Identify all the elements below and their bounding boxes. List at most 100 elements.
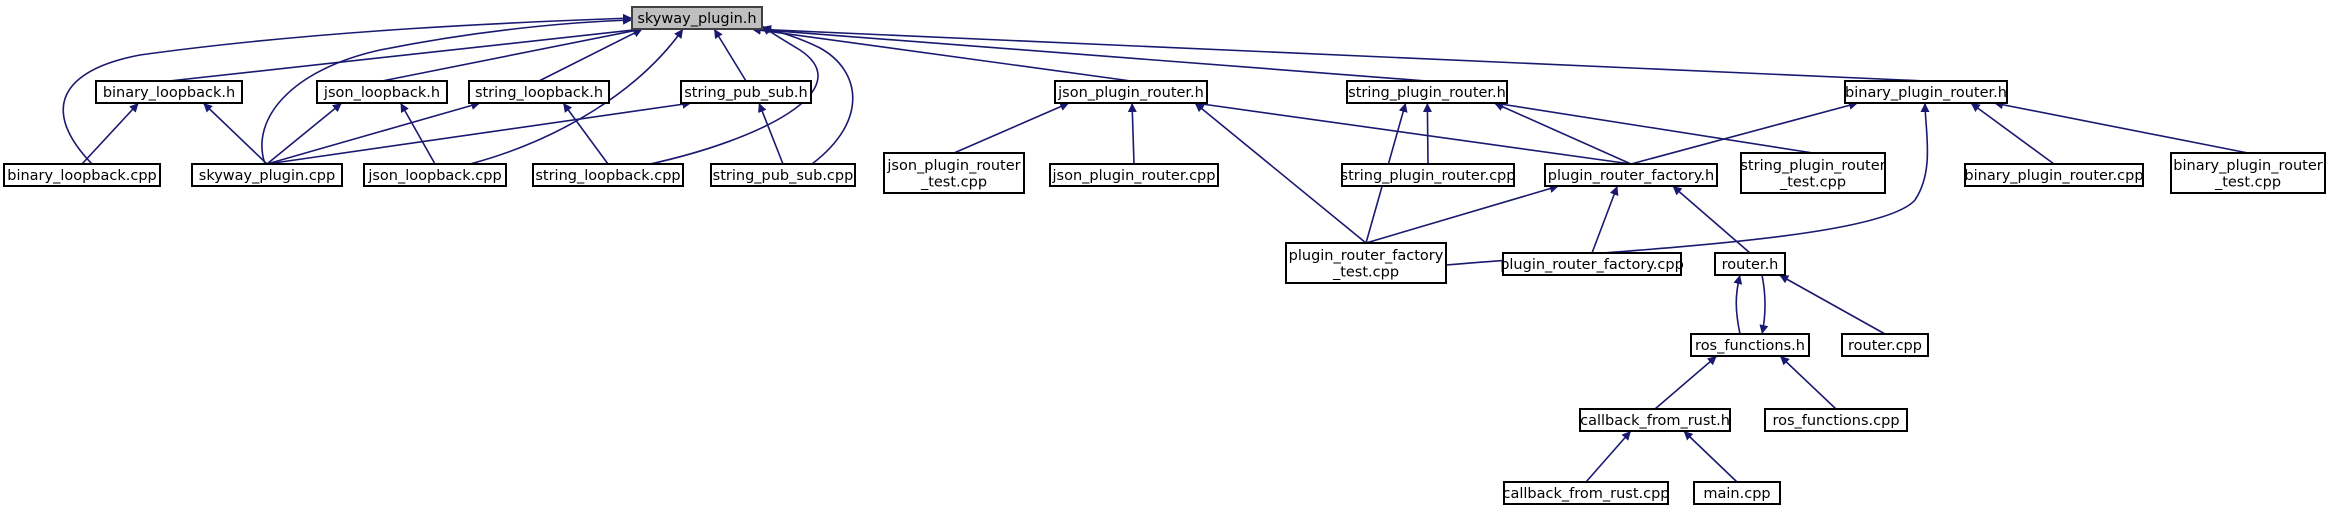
node-box bbox=[1714, 252, 1786, 276]
node-string-pub-sub-cpp[interactable]: string_pub_sub.cpp bbox=[710, 163, 856, 187]
node-plugin-router-factory-h[interactable]: plugin_router_factory.h bbox=[1544, 163, 1718, 187]
edge-json_plugin_router_h-to-skyway_plugin_h bbox=[751, 25, 1132, 82]
node-label: json_plugin_router.h bbox=[1057, 85, 1204, 101]
edge-skyway_plugin_cpp-to-binary_loopback_h bbox=[202, 102, 268, 165]
node-callback-from-rust-h[interactable]: callback_from_rust.h bbox=[1579, 408, 1731, 432]
edge-binary_plugin_router_test_cpp-to-binary_plugin_router_h bbox=[1993, 100, 2249, 154]
edge-string_pub_sub_cpp-to-skyway_plugin_h bbox=[761, 25, 854, 165]
node-box bbox=[95, 80, 243, 104]
node-string-loopback-cpp[interactable]: string_loopback.cpp bbox=[532, 163, 684, 187]
node-label: string_loopback.h bbox=[475, 85, 603, 101]
node-label: json_loopback.cpp bbox=[367, 168, 501, 184]
node-callback-from-rust-cpp[interactable]: callback_from_rust.cpp bbox=[1503, 481, 1670, 505]
node-skyway-plugin-h[interactable]: skyway_plugin.h bbox=[631, 6, 763, 30]
node-binary-plugin-router-h[interactable]: binary_plugin_router.h bbox=[1844, 80, 2008, 104]
node-box bbox=[1844, 80, 2008, 104]
edge-skyway_plugin_cpp-to-string_pub_sub_h bbox=[266, 99, 692, 165]
node-box bbox=[3, 163, 161, 187]
node-box bbox=[2170, 152, 2326, 194]
node-label: binary_plugin_router.cpp bbox=[1964, 168, 2143, 184]
edge-binary_plugin_router_cpp-to-binary_plugin_router_h bbox=[1970, 102, 2055, 165]
node-label: _test.cpp bbox=[920, 174, 987, 190]
node-box bbox=[1285, 242, 1447, 284]
node-label: skyway_plugin.cpp bbox=[199, 168, 335, 184]
node-string-plugin-router-test-cpp[interactable]: string_plugin_router_test.cpp bbox=[1740, 152, 1886, 194]
node-string-pub-sub-h[interactable]: string_pub_sub.h bbox=[680, 80, 812, 104]
node-json-loopback-h[interactable]: json_loopback.h bbox=[316, 80, 448, 104]
edge-skyway_plugin_cpp-to-skyway_plugin_h bbox=[261, 15, 633, 165]
node-label: binary_plugin_router.h bbox=[1845, 85, 2007, 101]
node-label: string_pub_sub.cpp bbox=[713, 168, 854, 184]
node-label: string_plugin_router bbox=[1740, 158, 1885, 174]
node-binary-plugin-router-cpp[interactable]: binary_plugin_router.cpp bbox=[1964, 163, 2144, 187]
edge-string_loopback_cpp-to-string_loopback_h bbox=[562, 102, 609, 165]
edge-json_plugin_router_test_cpp-to-json_plugin_router_h bbox=[953, 102, 1070, 154]
node-json-plugin-router-test-cpp[interactable]: json_plugin_router_test.cpp bbox=[883, 152, 1025, 194]
edge-plugin_router_factory_test_cpp-to-json_plugin_router_h bbox=[1194, 102, 1367, 244]
edge-string_plugin_router_h-to-skyway_plugin_h bbox=[751, 25, 1428, 82]
edge-callback_from_rust_cpp-to-callback_from_rust_h bbox=[1585, 430, 1632, 483]
edge-binary_loopback_h-to-skyway_plugin_h bbox=[168, 25, 643, 82]
node-plugin-router-factory-test-cpp[interactable]: plugin_router_factory_test.cpp bbox=[1285, 242, 1447, 284]
node-skyway-plugin-cpp[interactable]: skyway_plugin.cpp bbox=[191, 163, 343, 187]
node-string-plugin-router-cpp[interactable]: string_plugin_router.cpp bbox=[1341, 163, 1516, 187]
node-box bbox=[680, 80, 812, 104]
node-label: plugin_router_factory bbox=[1289, 248, 1444, 264]
node-box bbox=[1841, 333, 1929, 357]
nodes-layer: skyway_plugin.h binary_loopback.h json_loo… bbox=[3, 6, 2326, 505]
node-label: json_plugin_router bbox=[886, 158, 1020, 174]
node-string-plugin-router-h[interactable]: string_plugin_router.h bbox=[1346, 80, 1508, 104]
node-label: string_pub_sub.h bbox=[684, 85, 807, 101]
node-box bbox=[883, 152, 1025, 194]
node-plugin-router-factory-cpp[interactable]: plugin_router_factory.cpp bbox=[1500, 252, 1684, 276]
node-label: string_plugin_router.cpp bbox=[1341, 168, 1516, 184]
node-box bbox=[1764, 408, 1908, 432]
edge-string_pub_sub_cpp-to-string_pub_sub_h bbox=[758, 102, 784, 165]
edge-plugin_router_factory_h-to-string_plugin_router_h bbox=[1493, 102, 1632, 165]
node-label: binary_plugin_router bbox=[2173, 158, 2323, 174]
node-string-loopback-h[interactable]: string_loopback.h bbox=[468, 80, 610, 104]
node-main-cpp[interactable]: main.cpp bbox=[1693, 481, 1781, 505]
edge-binary_plugin_router_h-to-skyway_plugin_h bbox=[751, 24, 1927, 82]
edges-layer bbox=[62, 13, 2249, 483]
node-box bbox=[468, 80, 610, 104]
edge-ros_functions_h-to-router_h bbox=[1733, 274, 1743, 335]
node-label: json_loopback.h bbox=[323, 85, 440, 101]
node-ros-functions-h[interactable]: ros_functions.h bbox=[1690, 333, 1810, 357]
node-router-h[interactable]: router.h bbox=[1714, 252, 1786, 276]
edge-plugin_router_factory_test_cpp-to-plugin_router_factory_h bbox=[1365, 184, 1559, 244]
edge-plugin_router_factory_cpp-to-plugin_router_factory_h bbox=[1591, 185, 1619, 254]
edge-string_loopback_h-to-skyway_plugin_h bbox=[538, 28, 643, 82]
node-ros-functions-cpp[interactable]: ros_functions.cpp bbox=[1764, 408, 1908, 432]
node-box bbox=[1346, 80, 1508, 104]
node-binary-plugin-router-test-cpp[interactable]: binary_plugin_router_test.cpp bbox=[2170, 152, 2326, 194]
edge-router_cpp-to-router_h bbox=[1779, 274, 1886, 335]
edge-string_pub_sub_h-to-skyway_plugin_h bbox=[713, 28, 747, 82]
node-router-cpp[interactable]: router.cpp bbox=[1841, 333, 1929, 357]
node-label: _test.cpp bbox=[1332, 264, 1399, 280]
node-json-loopback-cpp[interactable]: json_loopback.cpp bbox=[363, 163, 507, 187]
node-box bbox=[631, 6, 763, 30]
node-json-plugin-router-cpp[interactable]: json_plugin_router.cpp bbox=[1049, 163, 1219, 187]
node-label: callback_from_rust.cpp bbox=[1503, 486, 1670, 502]
node-binary-loopback-cpp[interactable]: binary_loopback.cpp bbox=[3, 163, 161, 187]
edge-router_h-to-plugin_router_factory_h bbox=[1672, 185, 1751, 254]
node-label: ros_functions.cpp bbox=[1772, 413, 1899, 429]
edge-json_loopback_cpp-to-skyway_plugin_h bbox=[469, 28, 684, 165]
node-json-plugin-router-h[interactable]: json_plugin_router.h bbox=[1054, 80, 1208, 104]
node-box bbox=[191, 163, 343, 187]
node-box bbox=[1341, 163, 1515, 187]
node-label: skyway_plugin.h bbox=[637, 11, 756, 27]
node-label: callback_from_rust.h bbox=[1580, 413, 1730, 429]
node-box bbox=[710, 163, 856, 187]
node-label: main.cpp bbox=[1703, 486, 1770, 502]
node-binary-loopback-h[interactable]: binary_loopback.h bbox=[95, 80, 243, 104]
edge-string_loopback_cpp-to-skyway_plugin_h bbox=[649, 25, 819, 165]
node-box bbox=[1049, 163, 1219, 187]
edge-binary_loopback_cpp-to-binary_loopback_h bbox=[81, 102, 140, 165]
node-box bbox=[1964, 163, 2144, 187]
edge-plugin_router_factory_h-to-json_plugin_router_h bbox=[1194, 99, 1632, 165]
node-box bbox=[363, 163, 507, 187]
edge-json_plugin_router_cpp-to-json_plugin_router_h bbox=[1127, 102, 1137, 165]
